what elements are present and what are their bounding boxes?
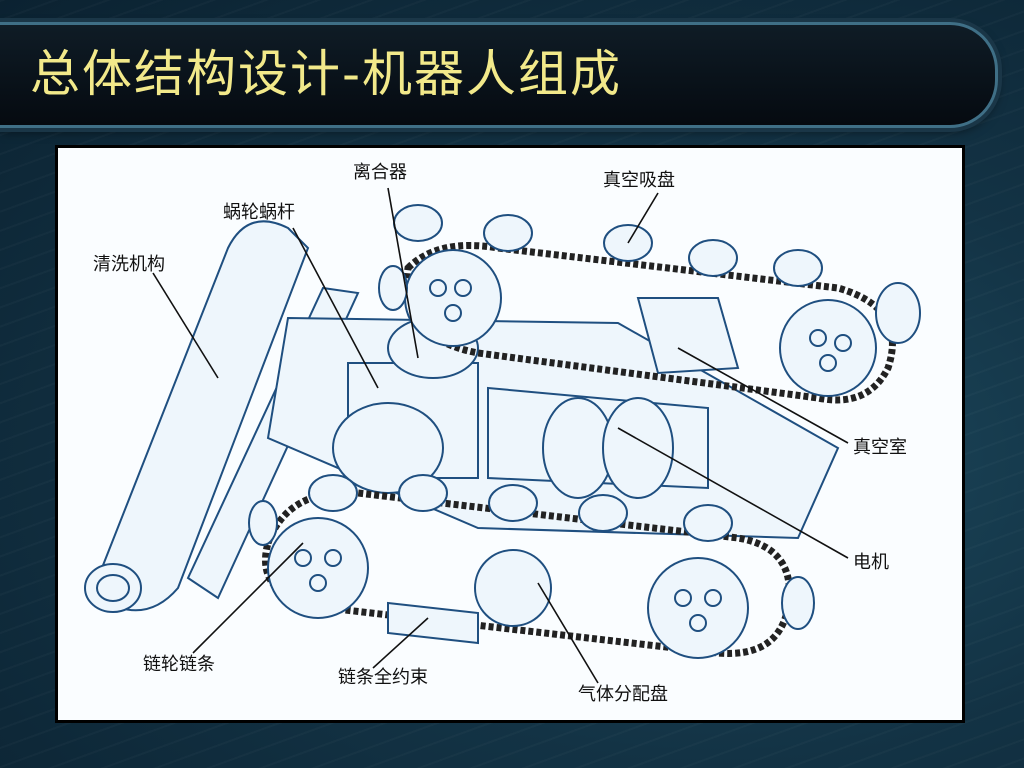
upper-track xyxy=(378,204,921,404)
lower-track xyxy=(248,474,815,659)
label-vacuum-cup: 真空吸盘 xyxy=(603,170,675,191)
label-cleaning-mechanism: 清洗机构 xyxy=(93,254,165,275)
label-clutch: 离合器 xyxy=(353,162,407,183)
label-worm-gear: 蜗轮蜗杆 xyxy=(223,202,295,223)
label-motor: 电机 xyxy=(853,552,889,573)
diagram-frame: 离合器 蜗轮蜗杆 真空吸盘 清洗机构 真空室 电机 链轮链条 链条全约束 气体分… xyxy=(55,145,965,723)
slide-title: 总体结构设计-机器人组成 xyxy=(30,45,623,103)
label-vacuum-chamber: 真空室 xyxy=(853,437,907,458)
robot-diagram: 离合器 蜗轮蜗杆 真空吸盘 清洗机构 真空室 电机 链轮链条 链条全约束 气体分… xyxy=(84,162,921,705)
label-chain-constraint: 链条全约束 xyxy=(338,667,428,688)
leader-lines xyxy=(152,187,849,684)
label-sprocket-chain: 链轮链条 xyxy=(143,654,215,675)
label-gas-distribution-plate: 气体分配盘 xyxy=(578,684,668,705)
title-bar: 总体结构设计-机器人组成 xyxy=(0,22,998,128)
